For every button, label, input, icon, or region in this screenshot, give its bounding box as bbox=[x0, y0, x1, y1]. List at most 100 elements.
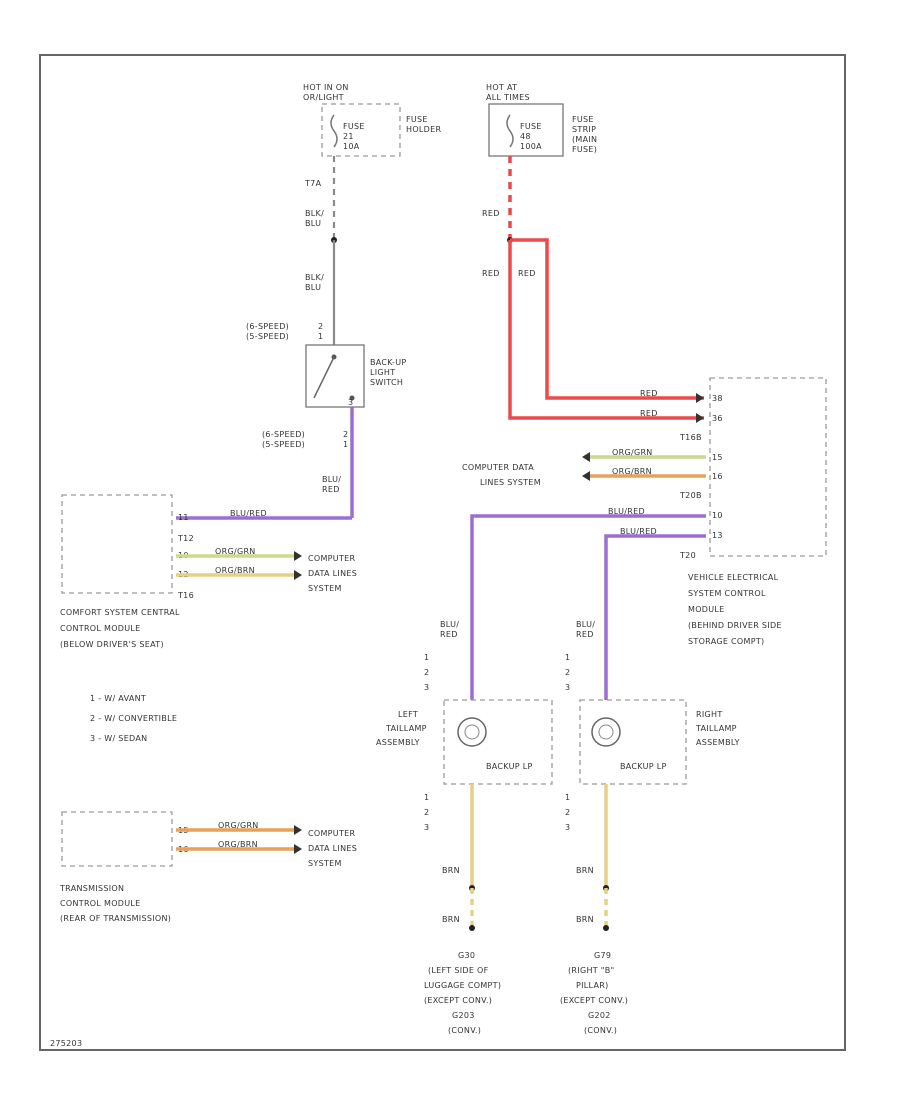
transmission-control-module: 15 16 TRANSMISSION CONTROL MODULE (REAR … bbox=[59, 811, 188, 923]
wire-color-blu-red-right-2: RED bbox=[576, 630, 594, 639]
wire-color-blu-red-right: BLU/ bbox=[576, 620, 595, 629]
vecm-label-3: MODULE bbox=[688, 605, 725, 614]
arrow-icon bbox=[294, 825, 302, 835]
fuse-48-symbol bbox=[506, 114, 514, 148]
fuse-strip-label-3: (MAIN bbox=[572, 135, 597, 144]
tcm-label: TRANSMISSION bbox=[59, 884, 124, 893]
wire-color-red-3: RED bbox=[518, 269, 536, 278]
figure-id: 275203 bbox=[50, 1039, 82, 1048]
fuse-strip-label-4: FUSE) bbox=[572, 145, 597, 154]
left-backup-lp-label: BACKUP LP bbox=[486, 762, 533, 771]
arrow-icon bbox=[294, 551, 302, 561]
wire-label-org-grn-2: ORG/GRN bbox=[612, 448, 653, 457]
switch-pin-2: 2 bbox=[318, 322, 323, 331]
right-taillamp-label: RIGHT bbox=[696, 710, 723, 719]
speed-label-5: (5-SPEED) bbox=[246, 332, 289, 341]
note-avant: 1 - W/ AVANT bbox=[90, 694, 146, 703]
wire-color-blk-blu-2: BLU bbox=[305, 219, 321, 228]
switch-pin-3: 3 bbox=[348, 398, 353, 407]
vehicle-electrical-control-module: 38 36 T16B 15 16 T20B 10 13 T20 VEHICLE … bbox=[679, 377, 827, 646]
right-taillamp-label-2: TAILLAMP bbox=[695, 724, 737, 733]
comfort-control-module: 11 T12 10 12 T16 COMFORT SYSTEM CENTRAL … bbox=[60, 494, 194, 649]
comfort-module-box bbox=[61, 494, 173, 594]
wire-label-red-38: RED bbox=[640, 389, 658, 398]
switch-blade bbox=[313, 356, 335, 399]
arrow-icon bbox=[294, 570, 302, 580]
wire-color-brn-4: BRN bbox=[576, 915, 594, 924]
tcm-label-3: (REAR OF TRANSMISSION) bbox=[60, 914, 171, 923]
cdl-label-3: SYSTEM bbox=[308, 584, 342, 593]
notes-legend: 1 - W/ AVANT 2 - W/ CONVERTIBLE 3 - W/ S… bbox=[90, 694, 177, 743]
vecm-pin-15: 15 bbox=[712, 453, 723, 462]
switch-contact-bottom bbox=[349, 395, 355, 401]
ground-g79-label-4: (EXCEPT CONV.) bbox=[560, 996, 628, 1005]
backup-switch-label: BACK-UP bbox=[370, 358, 406, 367]
wire-color-blu-red: BLU/ bbox=[322, 475, 341, 484]
fuse-strip-box bbox=[488, 103, 564, 157]
right-backup-lp-label: BACKUP LP bbox=[620, 762, 667, 771]
switch-out-pin-1: 1 bbox=[343, 440, 348, 449]
ground-g79-label-2: (RIGHT "B" bbox=[568, 966, 615, 975]
left-taillamp-assembly: 1 2 3 BACKUP LP LEFT TAILLAMP ASSEMBLY 1… bbox=[376, 653, 553, 832]
wire-color-brn-2: BRN bbox=[442, 915, 460, 924]
ground-g79: G79 (RIGHT "B" PILLAR) (EXCEPT CONV.) G2… bbox=[560, 951, 628, 1035]
speed-label-6: (6-SPEED) bbox=[246, 322, 289, 331]
left-tl-pin-3: 3 bbox=[424, 683, 429, 692]
vecm-label-4: (BEHIND DRIVER SIDE bbox=[688, 621, 782, 630]
fuse-21-symbol bbox=[330, 114, 338, 148]
cdl-label-tcm-2: DATA LINES bbox=[308, 844, 357, 853]
connector-t20: T20 bbox=[679, 551, 696, 560]
left-tl-pin-2: 2 bbox=[424, 668, 429, 677]
ground-g30: G30 (LEFT SIDE OF LUGGAGE COMPT) (EXCEPT… bbox=[424, 951, 501, 1035]
right-tl-pin-3b: 3 bbox=[565, 823, 570, 832]
left-taillamp-label: LEFT bbox=[398, 710, 418, 719]
fuse-21-rating: 10A bbox=[343, 142, 360, 151]
hot-at-all-times-label-2: ALL TIMES bbox=[486, 93, 530, 102]
left-tl-pin-3b: 3 bbox=[424, 823, 429, 832]
tcm-label-2: CONTROL MODULE bbox=[60, 899, 141, 908]
ground-point-left bbox=[469, 925, 475, 931]
hot-in-run-label: HOT IN ON bbox=[303, 83, 349, 92]
hot-in-run-label-2: OR/LIGHT bbox=[303, 93, 344, 102]
ground-g30-label-3: LUGGAGE COMPT) bbox=[424, 981, 501, 990]
arrow-icon bbox=[294, 844, 302, 854]
left-tl-pin-1b: 1 bbox=[424, 793, 429, 802]
right-tl-pin-2: 2 bbox=[565, 668, 570, 677]
wire-label-blu-red: BLU/RED bbox=[230, 509, 267, 518]
fuse-48-number: 48 bbox=[520, 132, 531, 141]
vecm-label-5: STORAGE COMPT) bbox=[688, 637, 764, 646]
ground-g30-label-4: (EXCEPT CONV.) bbox=[424, 996, 492, 1005]
wire-label-blu-red-2: BLU/RED bbox=[608, 507, 645, 516]
wire-color-blu-red-left-2: RED bbox=[440, 630, 458, 639]
fuse-48: HOT AT ALL TIMES FUSE 48 100A FUSE STRIP… bbox=[486, 83, 597, 157]
wire-color-red-2: RED bbox=[482, 269, 500, 278]
wire-vecm-to-right-taillamp bbox=[604, 534, 706, 700]
wire-label-org-grn-3: ORG/GRN bbox=[218, 821, 259, 830]
bulb-icon bbox=[457, 717, 487, 747]
connector-t12: T12 bbox=[177, 534, 194, 543]
bulb-filament-icon bbox=[598, 724, 614, 740]
vecm-box bbox=[709, 377, 827, 557]
right-tl-pin-1: 1 bbox=[565, 653, 570, 662]
fuse-holder-label: FUSE bbox=[406, 115, 428, 124]
arrow-icon bbox=[696, 413, 704, 423]
vecm-pin-10: 10 bbox=[712, 511, 723, 520]
fuse-holder-label-2: HOLDER bbox=[406, 125, 441, 134]
backup-light-switch: (6-SPEED) (5-SPEED) 2 1 BACK-UP LIGHT SW… bbox=[246, 322, 406, 408]
wire-color-blu-red-left: BLU/ bbox=[440, 620, 459, 629]
switch-out-pin-2: 2 bbox=[343, 430, 348, 439]
tcm-box bbox=[61, 811, 173, 867]
wire-color-blk-blu-4: BLU bbox=[305, 283, 321, 292]
right-taillamp-assembly: 1 2 3 BACKUP LP RIGHT TAILLAMP ASSEMBLY … bbox=[565, 653, 739, 832]
ground-g202-label-2: (CONV.) bbox=[584, 1026, 617, 1035]
backup-switch-label-3: SWITCH bbox=[370, 378, 403, 387]
vecm-pin-38: 38 bbox=[712, 394, 723, 403]
wire-label-red-36: RED bbox=[640, 409, 658, 418]
cdl-label-tcm-3: SYSTEM bbox=[308, 859, 342, 868]
comfort-pin-11: 11 bbox=[178, 513, 189, 522]
hot-at-all-times-label: HOT AT bbox=[486, 83, 517, 92]
vecm-pin-36: 36 bbox=[712, 414, 723, 423]
connector-t20b: T20B bbox=[679, 491, 702, 500]
fuse-21: HOT IN ON OR/LIGHT FUSE 21 10A FUSE HOLD… bbox=[303, 83, 441, 157]
